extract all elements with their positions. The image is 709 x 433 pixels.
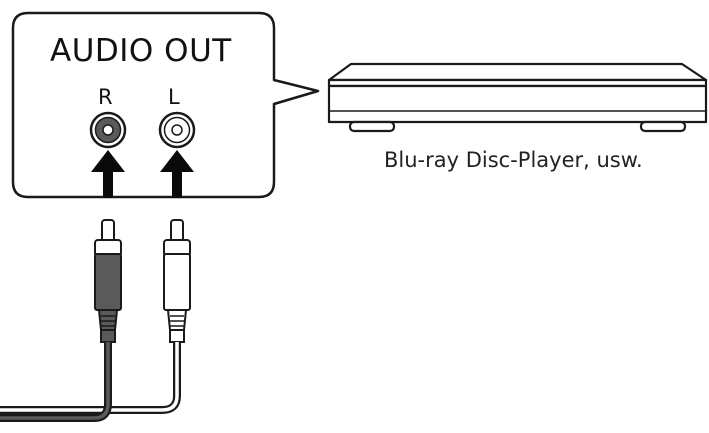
audio-out-callout xyxy=(11,11,320,199)
left-channel-label: L xyxy=(168,85,180,109)
left-jack-icon xyxy=(158,111,196,149)
audio-cable xyxy=(0,342,181,422)
audio-out-title: AUDIO OUT xyxy=(50,33,232,69)
right-rca-plug xyxy=(94,219,122,343)
right-channel-label: R xyxy=(98,85,113,109)
arrow-up-icon xyxy=(160,150,194,198)
arrow-up-icon xyxy=(91,150,125,198)
device-caption: Blu-ray Disc-Player, usw. xyxy=(384,148,643,172)
disc-player-icon xyxy=(327,62,708,133)
right-jack-icon xyxy=(89,111,127,149)
left-rca-plug xyxy=(163,219,191,343)
